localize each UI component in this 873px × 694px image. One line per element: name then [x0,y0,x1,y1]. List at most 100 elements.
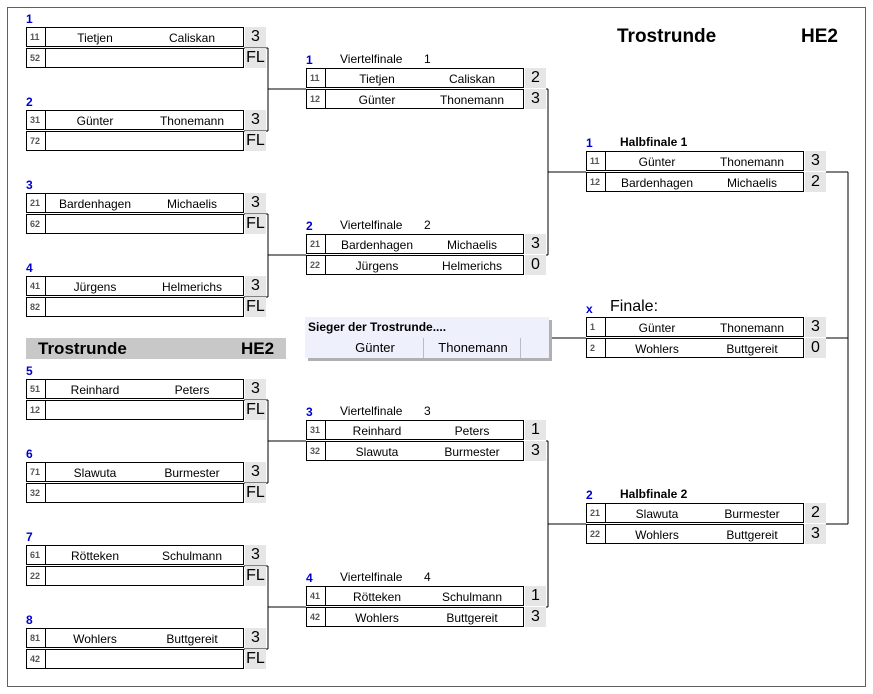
semifinal-match-title: Halbfinale 1 [620,135,688,149]
player-first-name: Bardenhagen [620,176,694,190]
quarterfinal-match-title: Viertelfinale [340,52,403,66]
match-score: 2 [805,172,826,192]
header-code: HE2 [801,26,838,47]
round1-match-number: 1 [26,12,33,26]
player-first-name: Slawuta [355,445,399,459]
name-cell [45,131,244,151]
seed-number: 22 [310,260,321,270]
quarterfinal-player-row[interactable]: 11 Tietjen Caliskan 2 [306,68,548,88]
quarterfinal-match-number: 4 [306,571,313,585]
match-score: 3 [245,27,266,47]
name-cell [45,649,244,669]
seed-cell: 42 [306,607,326,627]
header-title: Trostrunde [617,26,717,47]
seed-number: 31 [310,425,321,435]
seed-cell: 21 [26,193,46,213]
match-score: FL [245,131,266,151]
player-first-name: Reinhard [352,424,402,438]
match-score: 2 [525,68,546,88]
winner-first-name: Günter [355,340,395,355]
winner-last-name: Thonemann [438,340,508,355]
semifinal-match-number: 2 [586,488,593,502]
match-score: 3 [525,234,546,254]
player-first-name: Bardenhagen [58,197,132,211]
seed-cell: 62 [26,214,46,234]
name-cell [45,214,244,234]
name-cell [45,48,244,68]
quarterfinal-match-number: 2 [306,219,313,233]
winner-box: Sieger der Trostrunde.... Günter Thonema… [305,317,549,358]
round1-match-number: 7 [26,530,33,544]
player-first-name: Rötteken [70,549,120,563]
player-last-name: Michaelis [166,197,218,211]
match-score: 3 [805,524,826,544]
player-first-name: Tietjen [359,72,395,86]
match-score: 3 [525,89,546,109]
player-first-name: Wohlers [635,528,679,542]
seed-cell: 81 [26,628,46,648]
seed-number: 62 [30,219,41,229]
player-last-name: Thonemann [159,114,225,128]
match-score: FL [245,48,266,68]
seed-cell: 22 [26,566,46,586]
match-score: FL [245,483,266,503]
seed-cell: 11 [26,27,46,47]
match-score: 3 [245,379,266,399]
round1-player-row[interactable]: 32 FL [26,483,268,503]
seed-number: 82 [30,302,41,312]
seed-cell: 2 [586,338,606,358]
seed-cell: 32 [26,483,46,503]
round1-match-number: 4 [26,261,33,275]
bracket-frame [7,7,866,687]
round1-player-row[interactable]: 72 FL [26,131,268,151]
player-last-name: Caliskan [448,72,496,86]
match-score: 3 [245,545,266,565]
seed-number: 51 [30,384,41,394]
band-title: Trostrunde [38,339,127,358]
match-score: 3 [805,151,826,171]
player-first-name: Günter [638,155,676,169]
player-last-name: Helmerichs [161,280,223,294]
seed-cell: 11 [306,68,326,88]
match-score: FL [245,649,266,669]
quarterfinal-match-title: 3 [424,404,431,418]
seed-cell: 72 [26,131,46,151]
player-last-name: Buttgereit [726,342,778,356]
player-first-name: Reinhard [70,383,120,397]
